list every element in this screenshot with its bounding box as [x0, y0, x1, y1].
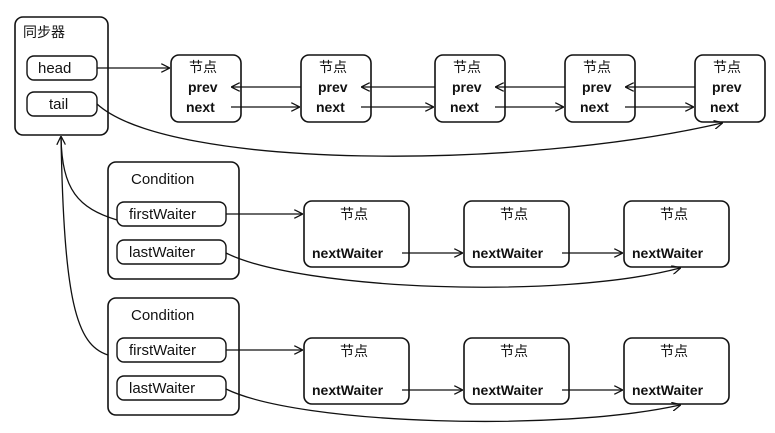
sync-node-next: next	[710, 99, 739, 115]
wait-node-title: 节点	[340, 207, 368, 223]
sync-node-prev: prev	[318, 79, 348, 95]
sync-queue-node-2: 节点 prev next	[300, 54, 372, 123]
last-waiter-arrow	[225, 388, 680, 423]
wait-node-title: 节点	[500, 344, 528, 360]
tail-label: tail	[49, 96, 68, 113]
condition-1: Condition firstWaiter lastWaiter	[107, 161, 240, 280]
sync-node-next: next	[580, 99, 609, 115]
condition-title: Condition	[131, 307, 194, 324]
condition-2-node-2: 节点 nextWaiter	[463, 337, 570, 405]
head-label: head	[38, 60, 71, 77]
sync-node-box	[170, 54, 242, 123]
condition-title: Condition	[131, 171, 194, 188]
sync-queue-node-4: 节点 prev next	[564, 54, 636, 123]
sync-queue-node-3: 节点 prev next	[434, 54, 506, 123]
condition-2-node-3: 节点 nextWaiter	[623, 337, 730, 405]
sync-node-box	[694, 54, 766, 123]
wait-node-box	[463, 200, 570, 268]
sync-queue-node-5: 节点 prev next	[694, 54, 766, 123]
sync-node-title: 节点	[713, 60, 741, 76]
sync-queue-node-1: 节点 prev next	[170, 54, 242, 123]
sync-node-box	[300, 54, 372, 123]
sync-node-title: 节点	[453, 60, 481, 76]
sync-node-title: 节点	[583, 60, 611, 76]
wait-node-box	[303, 200, 410, 268]
wait-node-box	[463, 337, 570, 405]
sync-node-box	[564, 54, 636, 123]
sync-node-next: next	[186, 99, 215, 115]
wait-node-title: 节点	[340, 344, 368, 360]
wait-node-box	[303, 337, 410, 405]
condition-1-node-2: 节点 nextWaiter	[463, 200, 570, 268]
condition-1-node-3: 节点 nextWaiter	[623, 200, 730, 268]
wait-node-next-waiter: nextWaiter	[632, 245, 704, 261]
first-waiter-label: firstWaiter	[129, 342, 196, 359]
last-waiter-label: lastWaiter	[129, 380, 195, 397]
wait-node-title: 节点	[500, 207, 528, 223]
condition-to-sync-line	[60, 136, 109, 356]
last-waiter-arrow	[225, 252, 680, 288]
wait-node-next-waiter: nextWaiter	[632, 382, 704, 398]
wait-node-next-waiter: nextWaiter	[312, 382, 384, 398]
sync-node-next: next	[316, 99, 345, 115]
condition-2: Condition firstWaiter lastWaiter	[107, 297, 240, 416]
first-waiter-label: firstWaiter	[129, 206, 196, 223]
last-waiter-label: lastWaiter	[129, 244, 195, 261]
sync-node-prev: prev	[582, 79, 612, 95]
sync-node-title: 节点	[189, 60, 217, 76]
wait-node-next-waiter: nextWaiter	[312, 245, 384, 261]
sync-node-prev: prev	[712, 79, 742, 95]
synchronizer-title: 同步器	[23, 25, 65, 41]
sync-node-title: 节点	[319, 60, 347, 76]
tail-pointer-arrow	[96, 103, 722, 157]
last-waiter-field	[116, 375, 227, 401]
sync-node-next: next	[450, 99, 479, 115]
wait-node-next-waiter: nextWaiter	[472, 382, 544, 398]
synchronizer: 同步器 head tail	[14, 16, 109, 136]
sync-node-prev: prev	[188, 79, 218, 95]
condition-2-node-1: 节点 nextWaiter	[303, 337, 410, 405]
sync-node-prev: prev	[452, 79, 482, 95]
wait-node-title: 节点	[660, 207, 688, 223]
last-waiter-field	[116, 239, 227, 265]
wait-node-title: 节点	[660, 344, 688, 360]
condition-1-node-1: 节点 nextWaiter	[303, 200, 410, 268]
wait-node-next-waiter: nextWaiter	[472, 245, 544, 261]
sync-node-box	[434, 54, 506, 123]
